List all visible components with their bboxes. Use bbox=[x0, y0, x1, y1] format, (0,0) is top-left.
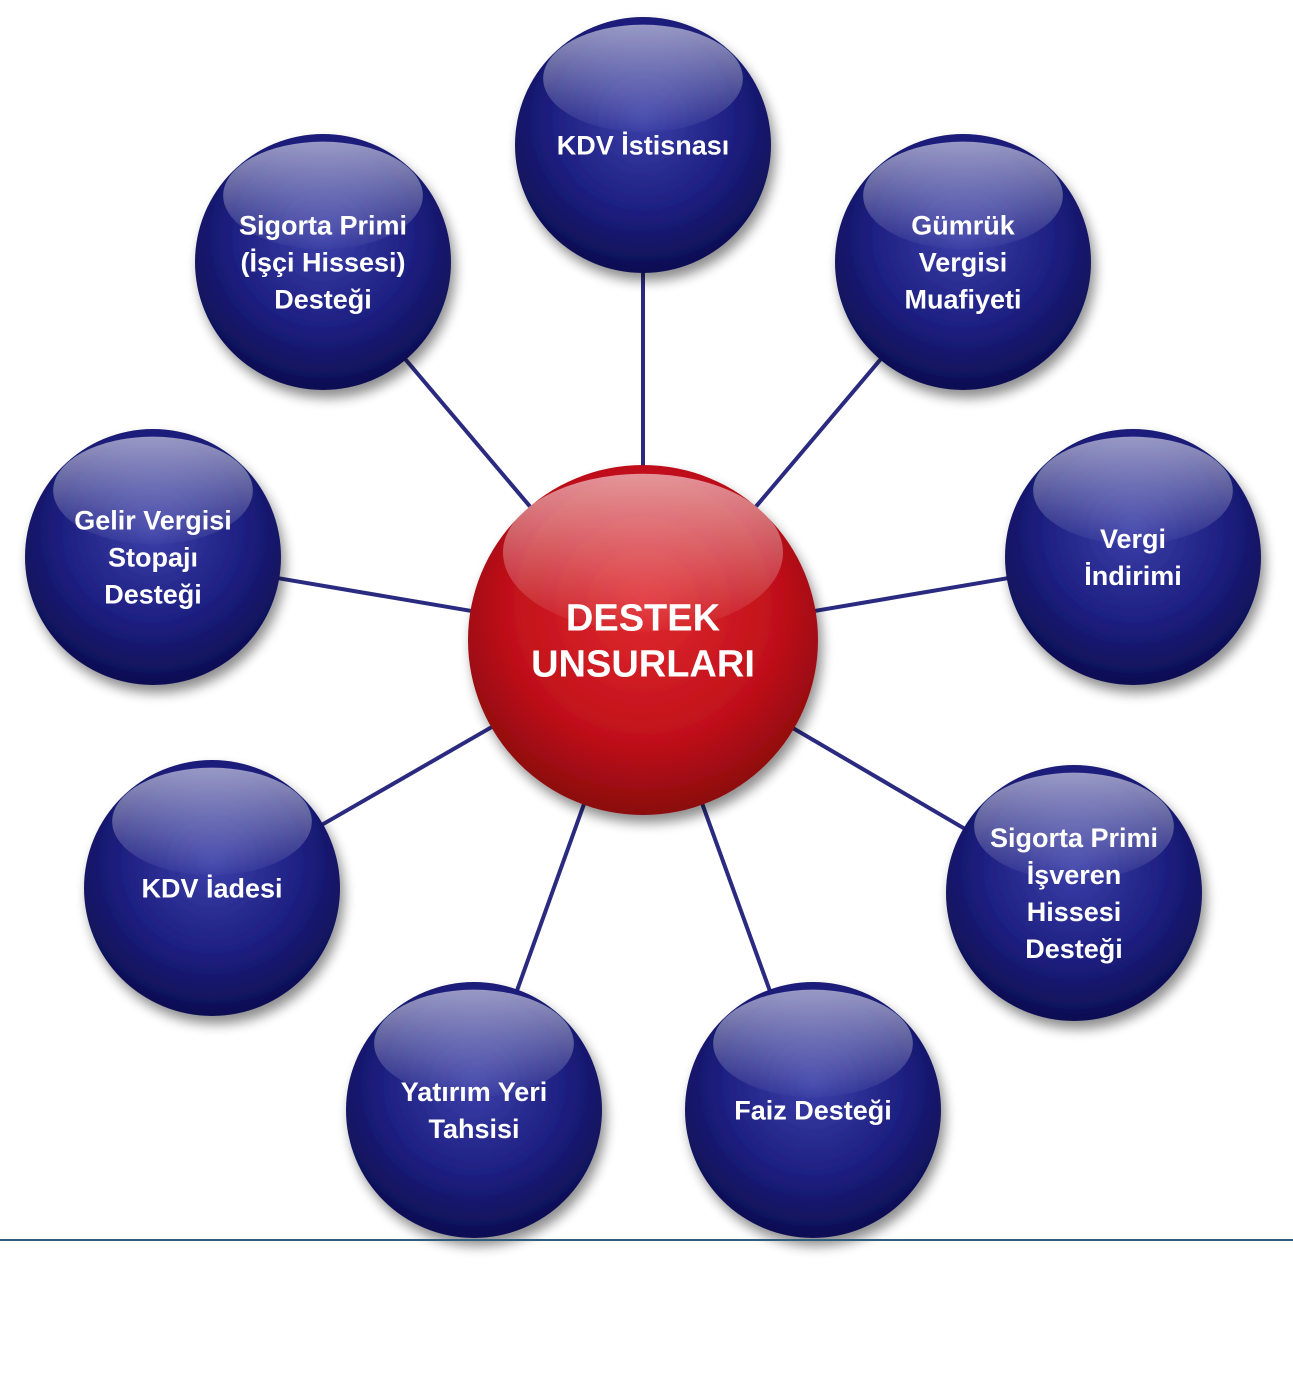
node-label-line: Faiz Desteği bbox=[734, 1096, 892, 1126]
node-gloss bbox=[974, 772, 1174, 881]
connector-sigorta-primi-isci-hissesi-destegi bbox=[401, 355, 536, 513]
node-label-line: İşveren bbox=[1027, 860, 1122, 890]
node-label-line: Vergi bbox=[1100, 524, 1166, 554]
node-gloss bbox=[112, 767, 312, 876]
node-sigorta-primi-isci-hissesi-destegi: Sigorta Primi (İşçi Hissesi) Desteği bbox=[195, 134, 451, 390]
node-label-line: Hissesi bbox=[1027, 897, 1122, 927]
connector-yatirim-yeri-tahsisi bbox=[514, 798, 588, 994]
node-gloss bbox=[863, 141, 1063, 250]
center-gloss bbox=[503, 473, 783, 632]
node-label-line: Desteği bbox=[274, 284, 372, 314]
node-label-line: KDV İadesi bbox=[141, 874, 282, 904]
node-label-line: Desteği bbox=[1025, 934, 1123, 964]
connector-gumruk-vergisi-muafiyeti bbox=[750, 355, 885, 513]
node-label-line: Desteği bbox=[104, 580, 202, 610]
node-label-line: KDV İstisnası bbox=[557, 130, 730, 160]
node-label-line: Vergisi bbox=[919, 247, 1008, 277]
node-label-line: Muafiyeti bbox=[904, 284, 1021, 314]
node-gloss bbox=[223, 141, 423, 250]
node-kdv-istisnasi: KDV İstisnası bbox=[515, 17, 771, 273]
node-label-line: (İşçi Hissesi) bbox=[240, 247, 405, 277]
connector-sigorta-primi-isveren-hissesi-destegi bbox=[787, 723, 969, 832]
node-label-line: Gelir Vergisi bbox=[74, 506, 232, 536]
node-label-line: İndirimi bbox=[1084, 561, 1182, 591]
node-gloss bbox=[374, 989, 574, 1098]
connectors bbox=[274, 269, 1012, 995]
center-label-line: DESTEK bbox=[566, 597, 721, 639]
connector-vergi-indirimi bbox=[809, 575, 1012, 614]
footer-divider bbox=[0, 1239, 1293, 1241]
node-gloss bbox=[713, 989, 913, 1098]
node-label-line: Yatırım Yeri bbox=[401, 1077, 548, 1107]
node-label-line: Gümrük bbox=[911, 210, 1016, 240]
connector-kdv-iadesi bbox=[318, 722, 498, 828]
center-label-line: UNSURLARI bbox=[531, 643, 755, 685]
node-label-line: Sigorta Primi bbox=[990, 823, 1158, 853]
node-kdv-iadesi: KDV İadesi bbox=[84, 760, 340, 1016]
connector-faiz-destegi bbox=[698, 798, 773, 995]
node-faiz-destegi: Faiz Desteği bbox=[685, 982, 941, 1238]
nodes: KDV İstisnasıGümrükVergisiMuafiyetiVergi… bbox=[25, 17, 1261, 1238]
node-label-line: Sigorta Primi bbox=[239, 210, 407, 240]
node-gloss bbox=[1033, 436, 1233, 545]
node-gloss bbox=[53, 436, 253, 545]
node-gloss bbox=[543, 24, 743, 133]
node-label-line: Stopajı bbox=[108, 543, 198, 573]
connector-gelir-vergisi-stopaji-destegi bbox=[274, 575, 477, 614]
node-label-line: Tahsisi bbox=[428, 1114, 519, 1144]
